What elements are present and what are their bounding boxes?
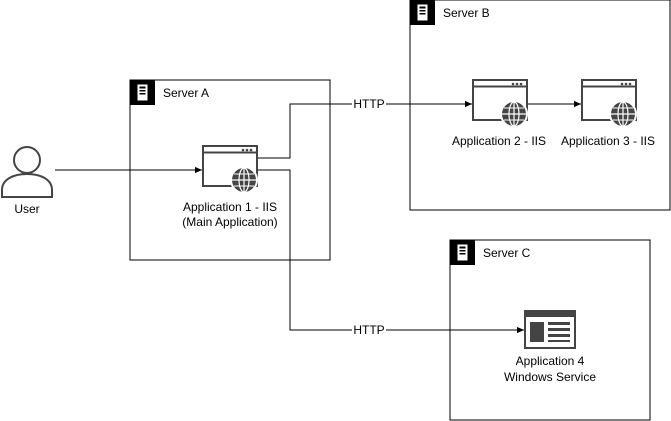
web-app-globe-icon <box>581 79 637 128</box>
server-c-label: Server C <box>483 246 531 260</box>
user-icon <box>1 146 53 198</box>
server-b-label: Server B <box>443 6 490 20</box>
edge-app1-to-app2: HTTP <box>258 97 472 159</box>
server-a-container: Server A <box>129 79 331 261</box>
edge-label-http: HTTP <box>353 97 384 111</box>
app2-label: Application 2 - IIS <box>452 134 546 148</box>
edge-app1-to-app4: HTTP <box>258 169 524 337</box>
user-label: User <box>14 202 39 216</box>
app1-label-line1: Application 1 - IIS <box>183 200 277 214</box>
windows-service-icon <box>524 310 576 349</box>
web-app-globe-icon <box>472 79 528 128</box>
server-a-label: Server A <box>163 86 209 100</box>
web-app-globe-icon <box>202 145 258 194</box>
app3-label: Application 3 - IIS <box>561 134 655 148</box>
app4-label-line2: Windows Service <box>504 370 596 384</box>
app4-label-line1: Application 4 <box>516 354 585 368</box>
app1-label-line2: (Main Application) <box>182 215 277 229</box>
server-b-container: Server B <box>409 0 671 211</box>
edge-label-http: HTTP <box>353 323 384 337</box>
server-icon <box>130 80 155 105</box>
server-icon <box>410 0 435 25</box>
server-icon <box>450 240 475 265</box>
server-c-container: Server C <box>449 239 651 421</box>
